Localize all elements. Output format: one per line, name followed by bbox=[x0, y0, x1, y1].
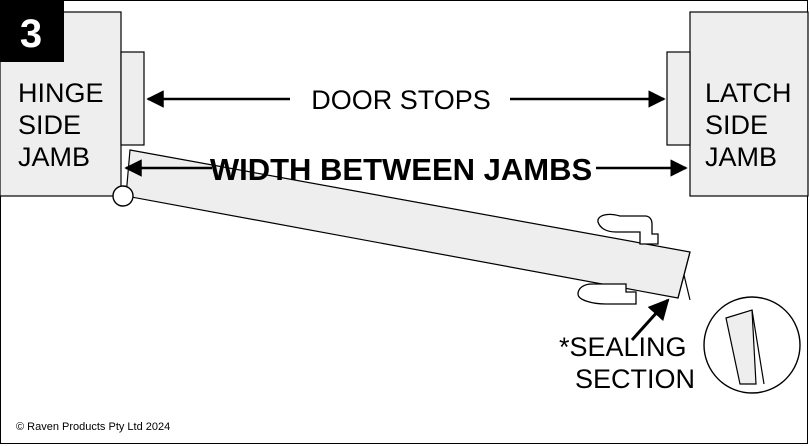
hinge-jamb-label: HINGE SIDE JAMB bbox=[18, 78, 111, 172]
step-number: 3 bbox=[20, 12, 42, 56]
sealing-arrow bbox=[630, 298, 670, 342]
handle-top bbox=[597, 213, 659, 245]
step-badge bbox=[0, 0, 64, 62]
sealing-section-label: *SEALING SECTION bbox=[559, 332, 695, 394]
latch-side-jamb bbox=[689, 11, 809, 197]
copyright: © Raven Products Pty Ltd 2024 bbox=[16, 421, 170, 433]
hinge-pivot bbox=[112, 185, 134, 207]
width-between-jambs-label: WIDTH BETWEEN JAMBS bbox=[210, 152, 592, 187]
hinge-door-stop bbox=[120, 51, 145, 146]
door-stops-label: DOOR STOPS bbox=[311, 85, 491, 115]
door-edge bbox=[683, 274, 691, 301]
sealing-detail-profile bbox=[725, 309, 757, 385]
handle-bottom bbox=[577, 283, 637, 305]
latch-door-stop bbox=[666, 51, 691, 146]
latch-jamb-label: LATCH SIDE JAMB bbox=[705, 78, 799, 172]
